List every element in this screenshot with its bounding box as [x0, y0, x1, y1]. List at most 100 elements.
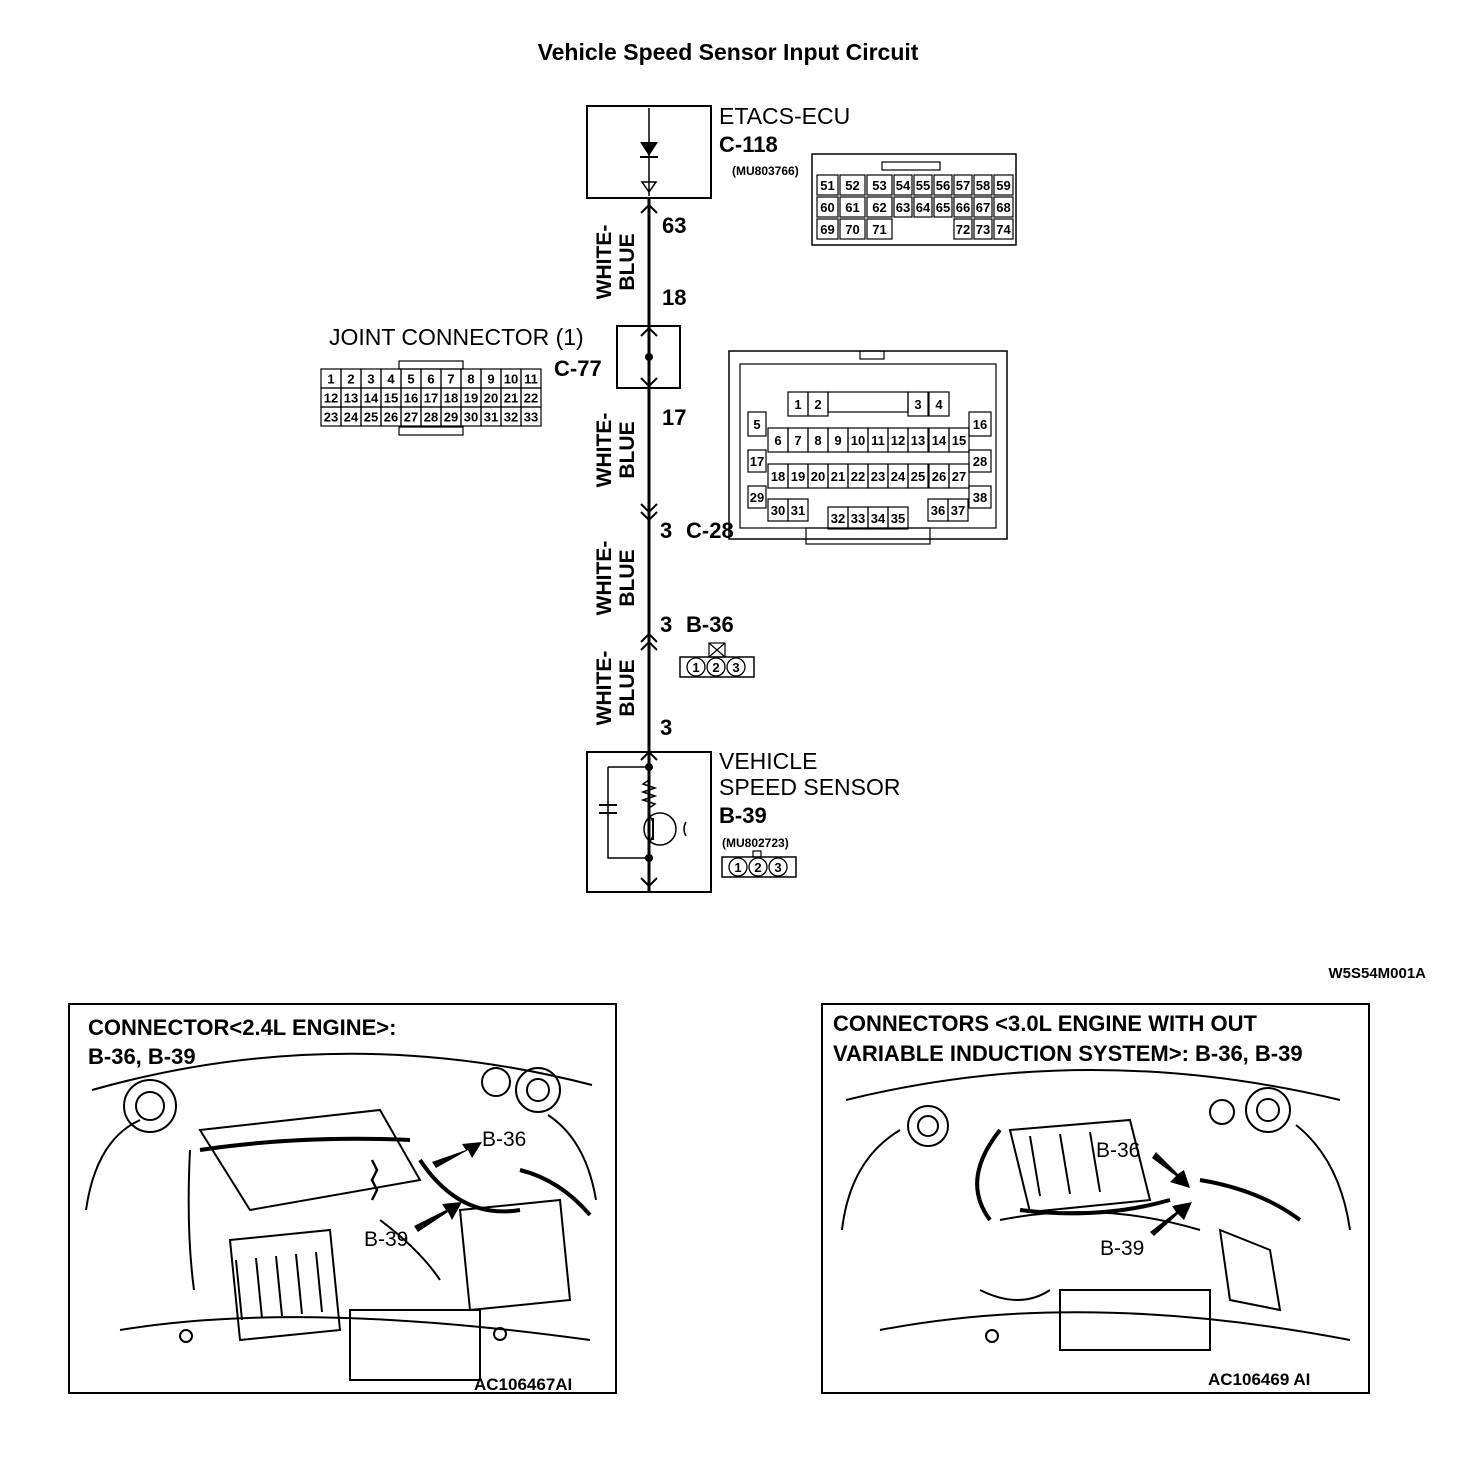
- sensor-name-line1: VEHICLE: [719, 748, 817, 774]
- panel2-callout-b36: B-36: [1096, 1139, 1140, 1162]
- svg-text:35: 35: [891, 511, 905, 526]
- c118-pin-71: 71: [866, 218, 893, 240]
- b39-pin-3: 3: [768, 857, 788, 877]
- c118-pin-52: 52: [839, 174, 866, 196]
- svg-text:13: 13: [344, 391, 358, 406]
- svg-text:1: 1: [327, 372, 334, 387]
- c118-pin-54: 54: [893, 174, 913, 196]
- c77-pin-8: 8: [460, 368, 482, 389]
- c28-pin-23: 23: [867, 463, 889, 489]
- svg-text:52: 52: [845, 178, 859, 193]
- c28-pin-29: 29: [747, 485, 767, 509]
- svg-text:65: 65: [936, 200, 950, 215]
- svg-text:2: 2: [754, 860, 761, 875]
- svg-text:16: 16: [404, 391, 418, 406]
- c77-pin-20: 20: [480, 387, 502, 408]
- c28-pin-2: 2: [807, 391, 829, 417]
- svg-text:10: 10: [851, 433, 865, 448]
- panel1-figure-id: AC106467AI: [474, 1375, 572, 1394]
- svg-text:32: 32: [831, 511, 845, 526]
- c118-pin-55: 55: [913, 174, 933, 196]
- svg-text:29: 29: [750, 490, 764, 505]
- vehicle-speed-sensor-box: [586, 750, 712, 893]
- svg-text:33: 33: [524, 410, 538, 425]
- svg-text:62: 62: [872, 200, 886, 215]
- svg-text:22: 22: [524, 391, 538, 406]
- wire-color-4: WHITE- BLUE: [593, 651, 639, 726]
- svg-text:26: 26: [932, 469, 946, 484]
- svg-text:4: 4: [935, 397, 943, 412]
- svg-text:18: 18: [444, 391, 458, 406]
- c28-pin-label: 3: [660, 518, 672, 543]
- c118-pin-59: 59: [993, 174, 1014, 196]
- svg-text:38: 38: [973, 490, 987, 505]
- svg-text:8: 8: [814, 433, 821, 448]
- svg-text:1: 1: [734, 860, 741, 875]
- svg-text:11: 11: [871, 433, 885, 448]
- figure-id: W5S54M001A: [1328, 965, 1426, 982]
- wire3-color-line1: WHITE-: [593, 541, 616, 616]
- c28-pin-11: 11: [867, 427, 889, 453]
- c28-pin-27: 27: [948, 463, 970, 489]
- svg-text:3: 3: [914, 397, 921, 412]
- svg-text:57: 57: [956, 178, 970, 193]
- svg-text:73: 73: [976, 222, 990, 237]
- c77-pin-28: 28: [420, 406, 442, 427]
- svg-text:34: 34: [871, 511, 886, 526]
- c77-pin-23: 23: [320, 406, 342, 427]
- c118-pin-72: 72: [953, 218, 973, 240]
- wire2-color-line1: WHITE-: [593, 413, 616, 488]
- svg-text:30: 30: [771, 503, 785, 518]
- c118-pin-70: 70: [839, 218, 866, 240]
- svg-text:8: 8: [467, 372, 474, 387]
- panel1-callout-b39: B-39: [364, 1228, 408, 1251]
- c77-pin-2: 2: [340, 368, 362, 389]
- svg-text:61: 61: [845, 200, 859, 215]
- wire-color-3: WHITE- BLUE: [593, 541, 639, 616]
- svg-text:64: 64: [916, 200, 931, 215]
- svg-text:27: 27: [404, 410, 418, 425]
- joint-in-pin-label: 18: [662, 285, 686, 310]
- svg-text:69: 69: [820, 222, 834, 237]
- c77-pin-10: 10: [500, 368, 522, 389]
- c118-pin-60: 60: [816, 196, 839, 218]
- svg-text:28: 28: [424, 410, 438, 425]
- c77-pin-25: 25: [360, 406, 382, 427]
- svg-text:28: 28: [973, 454, 987, 469]
- svg-text:14: 14: [932, 433, 947, 448]
- svg-text:37: 37: [951, 503, 965, 518]
- c28-pin-33: 33: [847, 506, 869, 530]
- svg-text:31: 31: [484, 410, 498, 425]
- svg-text:5: 5: [753, 417, 760, 432]
- c28-pin-19: 19: [787, 463, 809, 489]
- c28-pin-34: 34: [867, 506, 889, 530]
- c28-pin-30: 30: [767, 498, 789, 522]
- svg-text:3: 3: [732, 660, 739, 675]
- arrow-b39-icon: [414, 1202, 462, 1232]
- c28-pin-32: 32: [827, 506, 849, 530]
- c118-pin-67: 67: [973, 196, 993, 218]
- c77-pin-27: 27: [400, 406, 422, 427]
- c77-pin-22: 22: [520, 387, 542, 408]
- svg-text:55: 55: [916, 178, 930, 193]
- svg-text:25: 25: [911, 469, 925, 484]
- svg-text:68: 68: [996, 200, 1010, 215]
- svg-text:74: 74: [996, 222, 1011, 237]
- c118-pin-51: 51: [816, 174, 839, 196]
- svg-text:2: 2: [814, 397, 821, 412]
- svg-text:66: 66: [956, 200, 970, 215]
- engine-panel-2-4l: CONNECTOR<2.4L ENGINE>: B-36, B-39 B-36 …: [68, 1003, 617, 1394]
- c28-code: C-28: [686, 518, 734, 543]
- wire3-color-line2: BLUE: [616, 549, 639, 606]
- svg-text:3: 3: [774, 860, 781, 875]
- c28-pin-13: 13: [907, 427, 929, 453]
- c28-pin-36: 36: [927, 498, 949, 522]
- c28-pin-4: 4: [928, 391, 950, 417]
- svg-text:21: 21: [504, 391, 518, 406]
- c77-pin-5: 5: [400, 368, 422, 389]
- c118-pin-63: 63: [893, 196, 913, 218]
- svg-text:26: 26: [384, 410, 398, 425]
- c77-pin-12: 12: [320, 387, 342, 408]
- c77-pin-31: 31: [480, 406, 502, 427]
- wire4-color-line1: WHITE-: [593, 651, 616, 726]
